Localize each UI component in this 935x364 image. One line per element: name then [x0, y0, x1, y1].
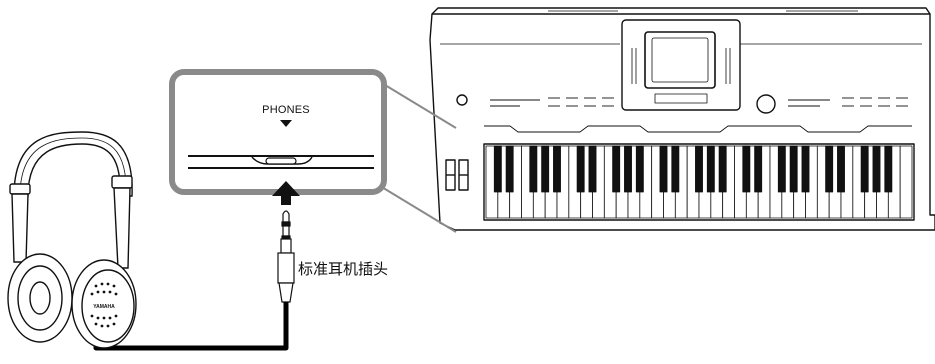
black-key: [588, 145, 597, 193]
standard-phone-plug: [277, 210, 295, 303]
black-key: [612, 145, 621, 193]
black-key: [825, 145, 834, 193]
plug-label: 标准耳机插头: [298, 260, 389, 278]
black-key: [541, 145, 550, 193]
piano-keys: [485, 145, 913, 219]
black-key: [695, 145, 703, 193]
black-key: [553, 145, 561, 193]
phones-marker-triangle: [280, 120, 292, 127]
black-key: [742, 145, 751, 193]
black-key: [493, 145, 502, 193]
black-key: [529, 145, 538, 193]
phones-jack: [251, 156, 313, 165]
headphone-brand-mark: YAMAHA: [93, 304, 115, 310]
black-key: [801, 145, 810, 193]
phones-jack-label: PHONES: [262, 104, 310, 116]
black-key: [777, 145, 786, 193]
black-key: [837, 145, 845, 193]
black-key: [659, 145, 668, 193]
black-key: [872, 145, 881, 193]
black-key: [706, 145, 715, 193]
black-key: [860, 145, 869, 193]
black-key: [754, 145, 763, 193]
black-key: [718, 145, 727, 193]
black-key: [505, 145, 514, 193]
display-buttons: [631, 48, 731, 104]
headphones: YAMAHA: [7, 131, 137, 349]
white-key: [899, 145, 913, 219]
insertion-arrow: [272, 181, 300, 205]
keyboard-instrument: [429, 7, 935, 231]
black-key: [576, 145, 585, 193]
phones-jack-callout: [169, 69, 457, 233]
speaker-grille: [90, 282, 118, 328]
black-key: [624, 145, 632, 193]
black-key: [635, 145, 644, 193]
black-key: [671, 145, 680, 193]
black-key: [789, 145, 798, 193]
black-key: [884, 145, 893, 193]
